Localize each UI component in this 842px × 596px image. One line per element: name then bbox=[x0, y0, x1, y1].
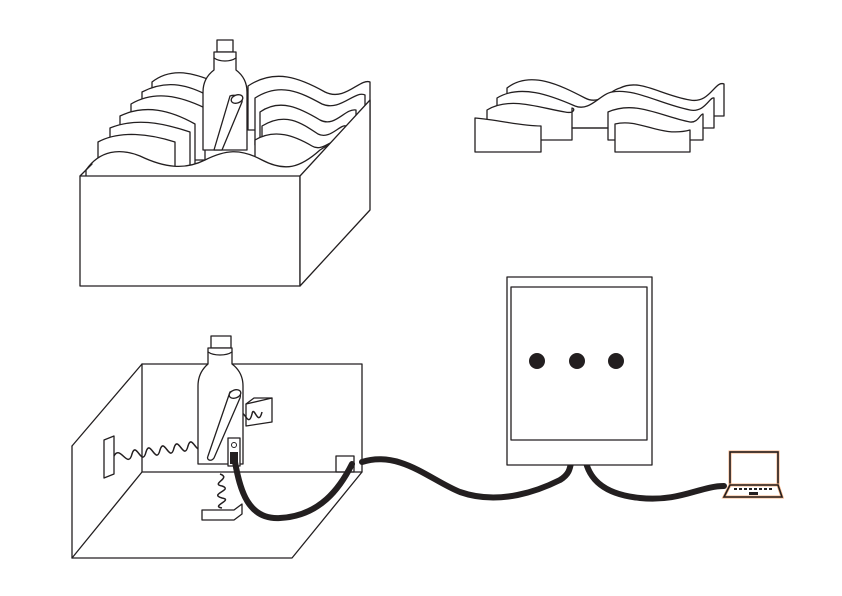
display-screen bbox=[510, 286, 648, 441]
suspended-bottle bbox=[197, 335, 244, 467]
stacked-wavy-papers bbox=[474, 79, 725, 153]
ellipsis-dot-2 bbox=[569, 353, 585, 369]
cable-sensor-internal bbox=[232, 459, 355, 522]
ellipsis-dot-1 bbox=[529, 353, 545, 369]
left-spring bbox=[113, 441, 203, 461]
box-side bbox=[299, 99, 371, 287]
sensor-box bbox=[71, 335, 363, 559]
bottom-spring bbox=[217, 473, 227, 509]
bottom-base bbox=[201, 503, 243, 521]
ellipsis-dot-3 bbox=[608, 353, 624, 369]
cable-sensor-to-display bbox=[359, 455, 575, 501]
box-with-papers bbox=[79, 39, 371, 287]
laptop-icon bbox=[721, 450, 785, 499]
display-panel bbox=[506, 276, 653, 466]
cable-display-to-laptop bbox=[582, 455, 727, 502]
right-bracket bbox=[245, 397, 273, 427]
bottle-in-box bbox=[202, 39, 248, 151]
left-bracket bbox=[103, 435, 115, 479]
box-front bbox=[79, 175, 301, 287]
